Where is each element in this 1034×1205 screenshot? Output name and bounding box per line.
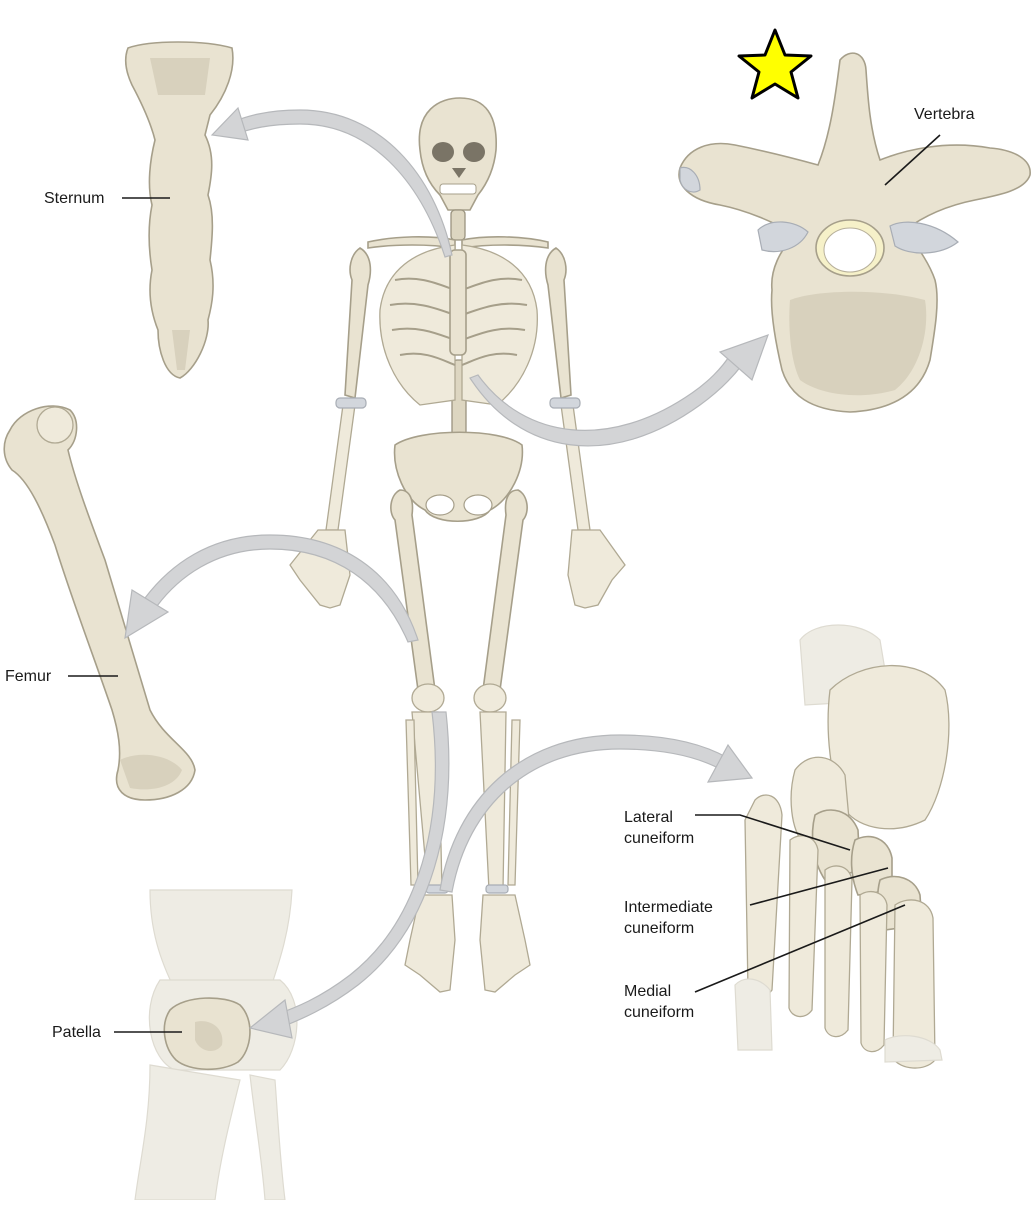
label-intermediate-line1: Intermediate — [624, 899, 713, 916]
knee-femur-shaft — [149, 889, 293, 991]
cervical-spine — [450, 209, 466, 241]
right-rib-lines — [461, 277, 528, 366]
right-patella — [473, 683, 507, 713]
left-clavicle — [367, 236, 456, 249]
leader-vertebra — [884, 134, 941, 186]
left-orbit — [432, 142, 454, 162]
right-foot — [479, 894, 531, 993]
label-lateral-cuneiform: Lateral cuneiform — [624, 807, 744, 849]
arrow-foot-head — [706, 743, 754, 783]
sternum-illustration — [124, 41, 234, 379]
full-skeleton-illustration — [289, 97, 626, 993]
label-lateral-line2: cuneiform — [624, 830, 695, 847]
skull — [418, 97, 497, 211]
label-intermediate-line2: cuneiform — [624, 920, 695, 937]
leader-intermediate-cuneiform — [749, 867, 889, 906]
label-intermediate-cuneiform: Intermediate cuneiform — [624, 897, 744, 939]
metatarsal-2 — [859, 891, 888, 1053]
xiphoid-shade — [172, 330, 190, 370]
right-elbow-cartilage — [549, 397, 581, 409]
phalanges-ghost-left — [734, 978, 773, 1051]
vertebral-body-shade — [789, 291, 927, 396]
leader-lines — [68, 134, 941, 1033]
right-orbit — [463, 142, 485, 162]
metatarsal-3 — [824, 865, 853, 1038]
left-femur — [390, 489, 436, 691]
tibia-ghost — [134, 1064, 241, 1201]
arrow-femur-shaft — [144, 534, 419, 643]
left-elbow-cartilage — [335, 397, 367, 409]
right-ankle-cartilage — [485, 884, 509, 894]
arrow-femur-head — [124, 589, 170, 640]
right-forearm — [560, 404, 591, 531]
left-rib-cage — [379, 244, 456, 406]
arrow-sternum-shaft — [231, 109, 453, 258]
phalanges-ghost-right — [884, 1035, 943, 1063]
femur-head — [36, 406, 74, 444]
left-forearm — [325, 404, 356, 531]
left-rib-lines — [389, 277, 456, 366]
pelvis — [393, 431, 524, 523]
label-vertebra: Vertebra — [914, 106, 975, 123]
right-humerus — [544, 247, 572, 400]
left-obturator — [425, 494, 455, 516]
arrow-sternum-head — [210, 106, 249, 141]
metatarsal-4 — [788, 835, 819, 1018]
right-clavicle — [461, 236, 549, 249]
leader-lateral-cuneiform — [695, 814, 851, 851]
label-femur: Femur — [5, 668, 52, 685]
femur-bone — [3, 405, 196, 801]
fibula-ghost — [249, 1074, 286, 1201]
teeth — [439, 183, 477, 195]
manubrium-shade — [150, 58, 210, 95]
right-rib-cage — [461, 244, 538, 406]
skeleton-sternum — [449, 249, 467, 356]
left-transverse-tip — [679, 166, 701, 193]
connector-arrows — [124, 106, 769, 1039]
leader-medial-cuneiform — [694, 904, 906, 993]
right-obturator — [463, 494, 493, 516]
nasal-cavity — [452, 168, 466, 178]
left-humerus — [344, 247, 372, 400]
foot-illustration — [734, 624, 950, 1069]
right-fibula — [507, 719, 521, 886]
femur-illustration — [3, 405, 196, 801]
patella-shade — [195, 1021, 223, 1052]
left-foot — [404, 894, 456, 993]
vertebra-illustration — [678, 52, 1031, 413]
left-articular-facet — [757, 221, 809, 253]
arrow-vertebra-head — [718, 334, 769, 382]
label-medial-line2: cuneiform — [624, 1004, 695, 1021]
arrow-patella-head — [248, 998, 293, 1039]
label-lateral-line1: Lateral — [624, 809, 673, 826]
label-medial-line1: Medial — [624, 983, 672, 1000]
left-patella — [411, 683, 445, 713]
sternum-bone — [124, 41, 234, 379]
label-sternum: Sternum — [44, 190, 105, 207]
label-patella: Patella — [52, 1024, 101, 1041]
label-medial-cuneiform: Medial cuneiform — [624, 981, 744, 1023]
right-femur — [482, 489, 528, 691]
right-articular-facet — [889, 221, 959, 254]
star-icon — [737, 28, 813, 100]
vertebral-foramen — [823, 227, 877, 273]
femur-condyle-shade — [120, 754, 182, 790]
metatarsal-5 — [744, 794, 783, 998]
right-hand — [567, 529, 626, 609]
knee-illustration — [134, 889, 298, 1201]
